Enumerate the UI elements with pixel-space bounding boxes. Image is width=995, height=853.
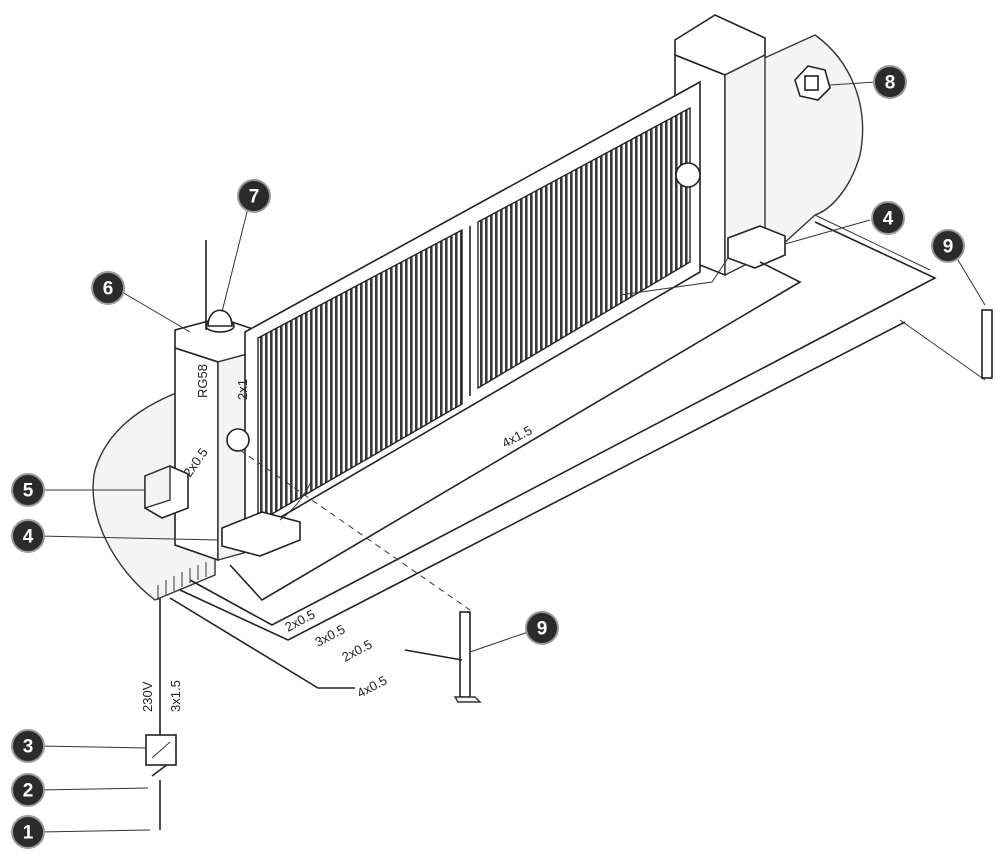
ground-line-right bbox=[814, 214, 986, 381]
photocell-left bbox=[226, 428, 250, 452]
photocell-right-mount bbox=[675, 162, 701, 188]
gate-leaf-right bbox=[477, 106, 691, 390]
callout-5: 5 bbox=[11, 473, 45, 507]
callout-1: 1 bbox=[11, 815, 45, 849]
svg-text:9: 9 bbox=[537, 619, 548, 640]
callout-9-front: 9 bbox=[525, 611, 559, 645]
gate-leaf-left bbox=[257, 228, 463, 524]
callout-3: 3 bbox=[11, 729, 45, 763]
label-3x15: 3x1.5 bbox=[168, 680, 183, 712]
callout-8: 8 bbox=[873, 65, 907, 99]
control-box bbox=[144, 464, 189, 519]
key-switch bbox=[794, 65, 831, 101]
svg-text:6: 6 bbox=[103, 279, 114, 300]
svg-text:1: 1 bbox=[23, 823, 34, 844]
label-rg58: RG58 bbox=[195, 364, 210, 398]
callout-7: 7 bbox=[237, 179, 271, 213]
svg-text:4: 4 bbox=[883, 209, 894, 230]
svg-text:8: 8 bbox=[885, 73, 896, 94]
callout-4-left: 4 bbox=[11, 519, 45, 553]
label-2x05-b: 2x0.5 bbox=[339, 636, 374, 664]
motor-right bbox=[619, 225, 786, 296]
svg-text:2: 2 bbox=[23, 781, 34, 802]
gate bbox=[244, 80, 701, 540]
label-4x15: 4x1.5 bbox=[499, 422, 534, 450]
svg-text:3: 3 bbox=[23, 737, 34, 758]
right-wall bbox=[759, 34, 864, 267]
photocell-post-front bbox=[453, 611, 482, 703]
svg-text:5: 5 bbox=[23, 481, 34, 502]
label-3x05: 3x0.5 bbox=[312, 621, 347, 649]
photocell-post-right bbox=[981, 309, 993, 379]
motor-left bbox=[221, 479, 313, 557]
callout-4-right: 4 bbox=[871, 201, 905, 235]
cable-runs bbox=[151, 221, 937, 830]
svg-text:9: 9 bbox=[943, 237, 954, 258]
callout-6: 6 bbox=[91, 271, 125, 305]
callout-9-right: 9 bbox=[931, 229, 965, 263]
ground-hatch bbox=[157, 562, 207, 600]
label-2x1: 2x1 bbox=[235, 379, 250, 400]
svg-text:7: 7 bbox=[249, 187, 260, 208]
svg-text:4: 4 bbox=[23, 527, 34, 548]
flashing-lamp bbox=[205, 309, 235, 333]
label-4x05: 4x0.5 bbox=[354, 672, 389, 700]
callout-2: 2 bbox=[11, 773, 45, 807]
main-switch-box bbox=[145, 734, 177, 766]
label-230v: 230V bbox=[140, 681, 155, 712]
